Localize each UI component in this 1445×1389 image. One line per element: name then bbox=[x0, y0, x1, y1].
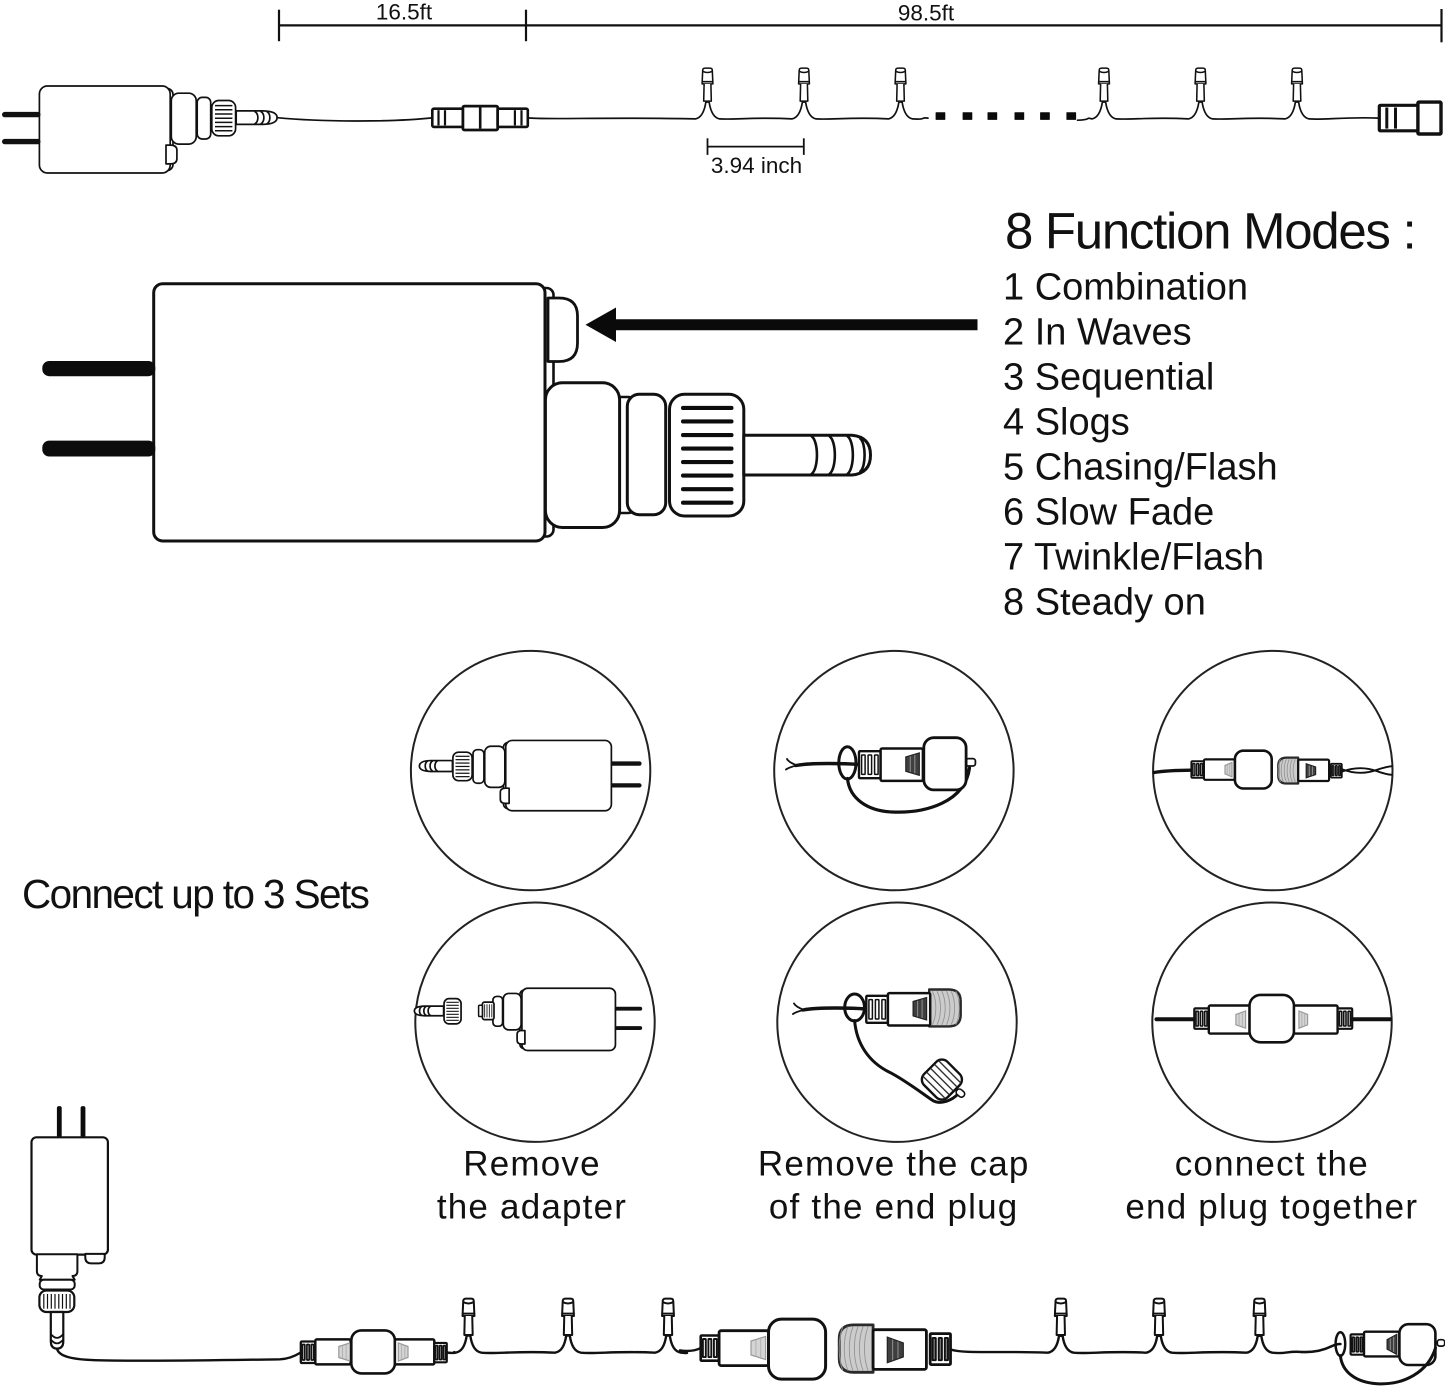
svg-text:end plug together: end plug together bbox=[1125, 1187, 1418, 1226]
svg-text:8 Function Modes :: 8 Function Modes : bbox=[1005, 203, 1415, 260]
svg-text:Connect up to 3 Sets: Connect up to 3 Sets bbox=[22, 871, 369, 917]
svg-text:98.5ft: 98.5ft bbox=[898, 1, 955, 26]
svg-text:7 Twinkle/Flash: 7 Twinkle/Flash bbox=[1003, 536, 1264, 578]
svg-text:3.94 inch: 3.94 inch bbox=[711, 153, 802, 178]
svg-text:Remove: Remove bbox=[463, 1145, 601, 1184]
svg-text:2 In Waves: 2 In Waves bbox=[1003, 311, 1192, 353]
svg-text:of the end plug: of the end plug bbox=[769, 1187, 1019, 1226]
svg-text:4 Slogs: 4 Slogs bbox=[1003, 401, 1130, 443]
svg-text:8 Steady on: 8 Steady on bbox=[1003, 581, 1206, 623]
svg-text:the adapter: the adapter bbox=[437, 1187, 627, 1226]
svg-text:1 Combination: 1 Combination bbox=[1003, 266, 1248, 308]
svg-text:6 Slow Fade: 6 Slow Fade bbox=[1003, 491, 1214, 533]
svg-text:connect the: connect the bbox=[1175, 1145, 1369, 1184]
svg-text:5 Chasing/Flash: 5 Chasing/Flash bbox=[1003, 446, 1278, 488]
svg-text:Remove the cap: Remove the cap bbox=[758, 1145, 1030, 1184]
svg-text:3 Sequential: 3 Sequential bbox=[1003, 356, 1214, 398]
svg-text:16.5ft: 16.5ft bbox=[376, 0, 433, 25]
